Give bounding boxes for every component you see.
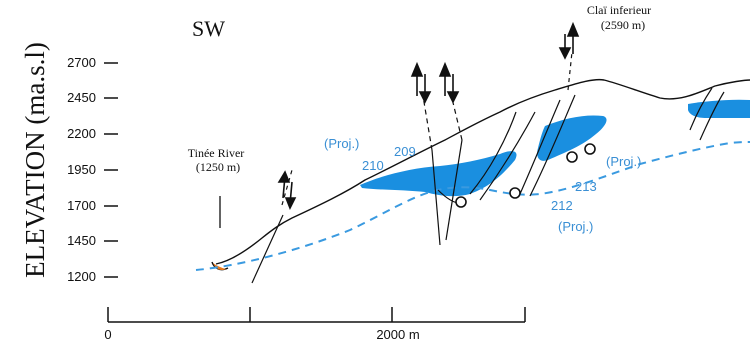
- fault-line: [699, 91, 725, 141]
- fault-slip-arrows-icon: [277, 170, 297, 210]
- proj-label: (Proj.): [606, 154, 641, 169]
- fault-slip-arrows: [277, 21, 580, 210]
- deposit-body-right: [688, 99, 750, 118]
- fault-slip-arrows-icon: [438, 61, 460, 104]
- sample-label-212: 212: [551, 198, 573, 213]
- sample-points: [455, 143, 596, 208]
- topographic-profile: [215, 78, 750, 265]
- y-axis-title: ELEVATION (ma.s.l): [20, 42, 50, 278]
- y-tick-label: 1450: [67, 233, 96, 248]
- peak-name: Claï inferieur: [587, 3, 651, 17]
- fault-line: [251, 214, 284, 284]
- fault-slip-arrows-icon: [558, 21, 580, 60]
- fault-line: [281, 169, 293, 206]
- x-tick-label: 0: [104, 327, 111, 342]
- fault-line: [445, 139, 463, 241]
- y-axis: [104, 62, 118, 278]
- x-tick-label: 2000 m: [376, 327, 419, 342]
- river-name: Tinée River: [188, 146, 245, 160]
- sample-label-210: 210: [362, 158, 384, 173]
- sliding-surface: [195, 141, 750, 271]
- y-tick-label: 2700: [67, 55, 96, 70]
- fault-line: [469, 111, 517, 195]
- fault-line: [421, 89, 433, 151]
- fault-line: [519, 99, 561, 195]
- proj-label: (Proj.): [324, 136, 359, 151]
- y-tick-label: 1700: [67, 198, 96, 213]
- y-tick-label: 2450: [67, 90, 96, 105]
- proj-label: (Proj.): [558, 219, 593, 234]
- x-axis: [107, 307, 526, 323]
- fault-line: [431, 149, 441, 246]
- river-deposit: [213, 263, 226, 271]
- sample-label-209: 209: [394, 144, 416, 159]
- river-elevation: (1250 m): [196, 160, 240, 174]
- sample-point-icon: [566, 151, 578, 163]
- fault-line: [567, 51, 573, 91]
- fault-line: [479, 111, 536, 201]
- sample-point-icon: [509, 187, 521, 199]
- peak-elevation: (2590 m): [601, 18, 645, 32]
- deposit-body-middle: [537, 115, 607, 161]
- landslide-deposits: [360, 99, 750, 197]
- fault-line: [689, 87, 713, 131]
- sample-label-213: 213: [575, 179, 597, 194]
- sample-point-icon: [455, 196, 467, 208]
- sample-point-icon: [584, 143, 596, 155]
- y-tick-label: 1950: [67, 162, 96, 177]
- y-tick-label: 1200: [67, 269, 96, 284]
- fault-slip-arrows-icon: [410, 61, 432, 104]
- fault-line: [529, 94, 576, 197]
- direction-label: SW: [192, 16, 225, 41]
- y-tick-label: 2200: [67, 126, 96, 141]
